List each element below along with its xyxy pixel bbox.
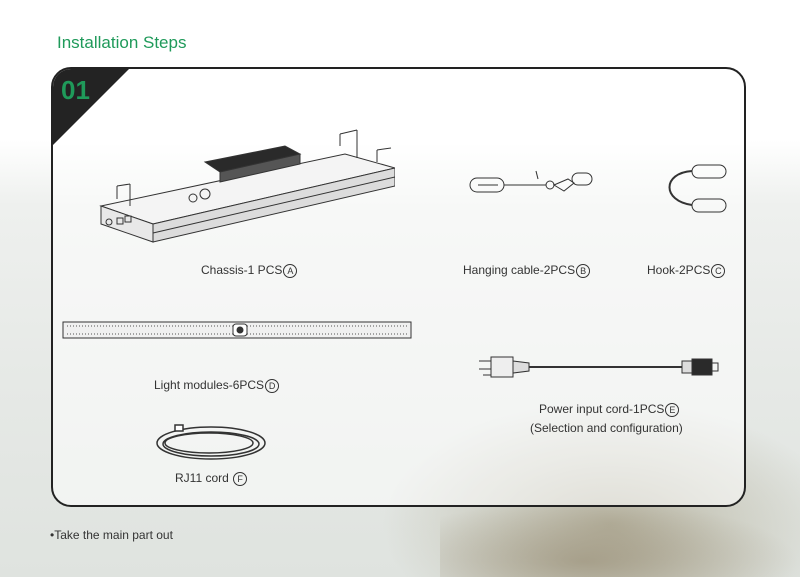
hook-illustration	[668, 164, 727, 213]
marker-f: F	[233, 471, 248, 486]
background-plant-shadow	[440, 500, 800, 577]
rj11-label: RJ11 cord F	[175, 471, 248, 486]
page-title: Installation Steps	[57, 33, 187, 52]
marker-a: A	[283, 263, 298, 278]
marker-e: E	[665, 402, 680, 417]
step-number: 01	[61, 75, 90, 105]
power-cord-note: (Selection and configuration)	[530, 421, 683, 435]
marker-c: C	[711, 263, 726, 278]
footnote: •Take the main part out	[50, 528, 173, 542]
marker-d: D	[265, 378, 280, 393]
rj11-cord-illustration	[156, 424, 266, 460]
marker-b: B	[576, 263, 591, 278]
power-cord-illustration	[479, 356, 719, 378]
light-module-illustration	[62, 321, 412, 339]
chassis-illustration	[99, 129, 395, 243]
hanging-cable-illustration	[469, 170, 593, 193]
step-corner-badge	[53, 69, 131, 147]
